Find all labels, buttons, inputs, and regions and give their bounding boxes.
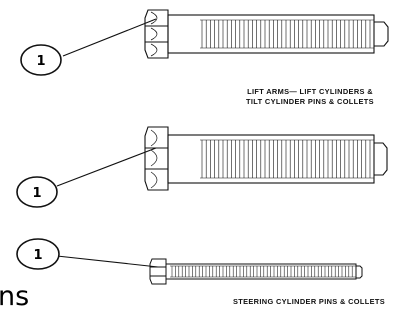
- callout-leader-2: [56, 147, 157, 187]
- callout-leader-1: [62, 18, 157, 57]
- bolt-3-caption: STEERING CYLINDER PINS & COLLETS: [223, 297, 395, 307]
- callout-number-3: 1: [33, 248, 42, 263]
- bolt-diagram-3: [149, 258, 363, 285]
- bolt-diagram-2: [144, 126, 388, 191]
- callout-leader-3: [56, 255, 159, 268]
- bolt-1-hex-head: [144, 9, 169, 59]
- callout-balloon-1: 1: [20, 44, 62, 76]
- bolt-1-threads: [200, 19, 374, 49]
- bolt-1-caption: LIFT ARMS— LIFT CYLINDERS & TILT CYLINDE…: [230, 87, 390, 107]
- bolt-2-hex-head: [144, 126, 169, 191]
- callout-number-2: 1: [32, 186, 41, 201]
- bolt-3-hex-head: [149, 258, 167, 285]
- bolt-2-shank: [167, 134, 375, 184]
- callout-balloon-3: 1: [16, 238, 60, 270]
- callout-balloon-2: 1: [16, 176, 58, 208]
- bolt-1-caption-line-1: LIFT ARMS— LIFT CYLINDERS &: [247, 87, 373, 96]
- bolt-diagram-1: [144, 9, 389, 59]
- bolt-3-shank: [165, 263, 357, 280]
- bolt-1-shank: [167, 14, 375, 54]
- callout-number-1: 1: [36, 54, 45, 69]
- bolt-1-caption-line-2: TILT CYLINDER PINS & COLLETS: [246, 97, 374, 106]
- cropped-text-fragment: ns: [0, 281, 30, 312]
- bolt-3-caption-line-1: STEERING CYLINDER PINS & COLLETS: [232, 297, 386, 306]
